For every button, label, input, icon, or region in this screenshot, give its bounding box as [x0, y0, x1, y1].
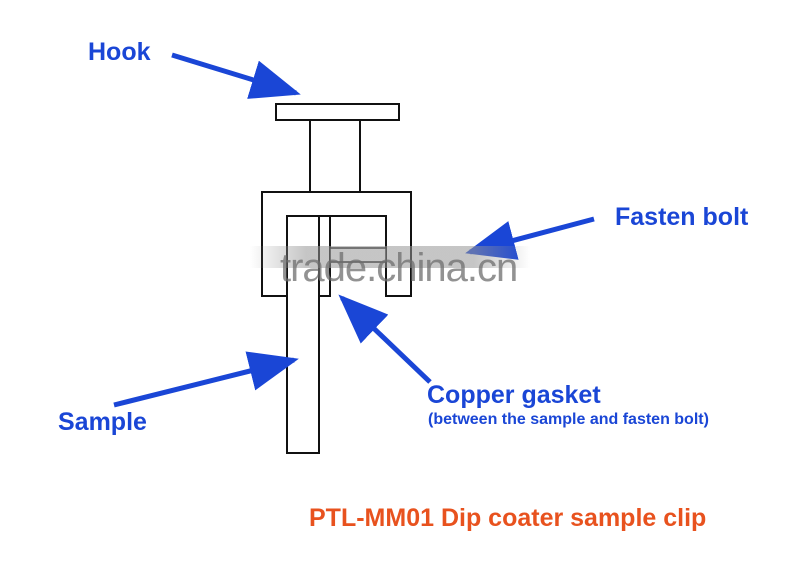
- sample-label: Sample: [58, 408, 147, 436]
- copper-gasket-arrow: [338, 294, 432, 384]
- watermark-text: trade.china.cn: [280, 246, 518, 290]
- sample-arrow: [113, 351, 299, 408]
- watermark-band: [250, 246, 530, 268]
- copper-gasket-note: (between the sample and fasten bolt): [428, 411, 709, 428]
- diagram-title: PTL-MM01 Dip coater sample clip: [309, 504, 707, 532]
- hook-label: Hook: [88, 38, 151, 66]
- copper-gasket-label: Copper gasket: [427, 381, 601, 409]
- hook-stem: [309, 119, 361, 193]
- fasten-bolt-label: Fasten bolt: [615, 203, 749, 231]
- clamp-frame: [261, 191, 412, 297]
- hook-plate: [275, 103, 400, 121]
- hook-arrow: [171, 52, 301, 99]
